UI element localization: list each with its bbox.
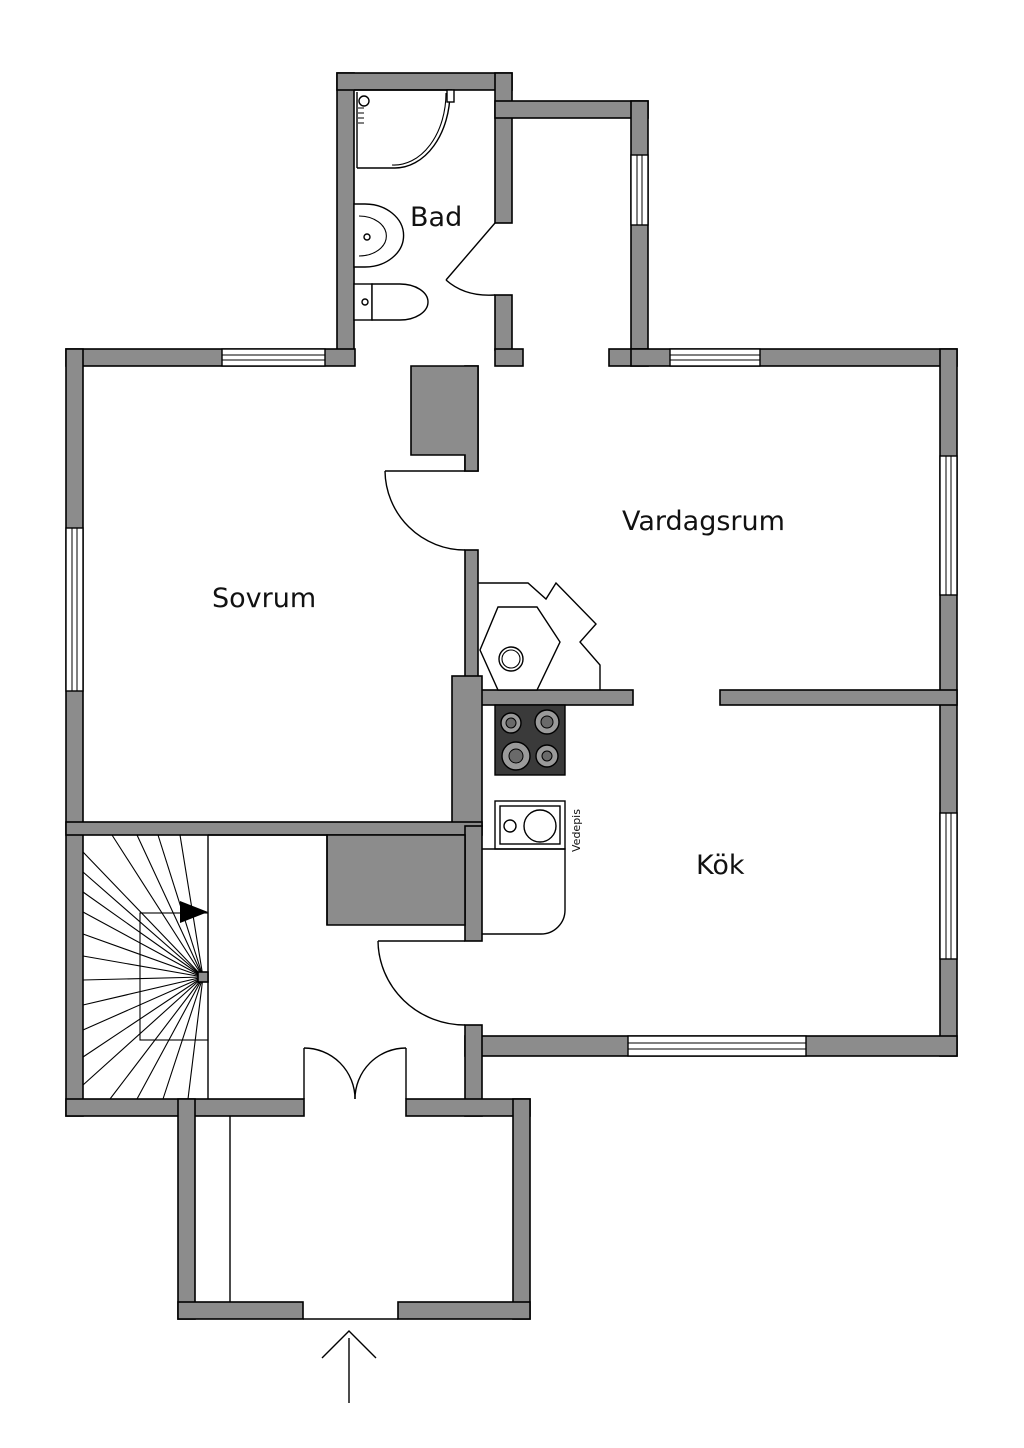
window-east-vardagsrum <box>939 455 958 596</box>
bad-wall-west <box>336 72 355 351</box>
west-wall <box>65 348 84 1117</box>
stair-treads <box>82 834 204 1100</box>
kok-west-wall-lower <box>464 825 483 942</box>
bathroom-fixtures <box>353 89 455 321</box>
wing-wall-north <box>494 100 649 119</box>
porch-south-wall-east <box>397 1301 531 1320</box>
arrow-up-icon <box>321 1330 377 1403</box>
stove-icon <box>494 704 566 776</box>
windows <box>65 154 958 1057</box>
sovrum-east-wall-mid <box>464 549 479 691</box>
sovrum-east-wall-lower <box>451 675 483 827</box>
stair-newel-post <box>197 971 209 983</box>
wall-stub-bad <box>494 348 524 367</box>
room-label-sovrum: Sovrum <box>212 583 316 614</box>
divider-vardagsrum-kok-west <box>464 689 634 706</box>
chimney-north <box>410 365 479 472</box>
room-label-bad: Bad <box>410 202 462 233</box>
bad-wall-east-lower <box>494 294 513 351</box>
sovrum-south-wall <box>65 821 483 836</box>
bad-wall-east-upper <box>494 72 513 224</box>
hall-wall-line <box>208 834 328 925</box>
wood-stove-icon <box>494 800 566 850</box>
window-wing-east <box>630 154 649 226</box>
window-north-sovrum <box>221 348 326 367</box>
kitchen-fixtures: Vedepis <box>482 704 583 935</box>
south-wall-hall-east <box>405 1098 531 1117</box>
door-bad <box>445 222 496 296</box>
room-label-kok: Kök <box>696 850 745 881</box>
kitchen-counter <box>482 848 566 935</box>
toilet-icon <box>353 283 429 321</box>
fireplace-icon <box>478 581 601 691</box>
shower-icon <box>354 89 455 169</box>
divider-vardagsrum-kok-east <box>719 689 958 706</box>
window-west-sovrum <box>65 527 84 692</box>
arrow-right-icon <box>180 901 208 923</box>
staircase <box>82 834 328 1100</box>
walls <box>65 72 958 1320</box>
doors <box>303 222 496 1320</box>
vedepis-label: Vedepis <box>570 809 583 852</box>
porch-west-wall <box>177 1098 196 1320</box>
room-label-vardagsrum: Vardagsrum <box>622 506 785 537</box>
window-north-vardagsrum <box>669 348 761 367</box>
chimney-masses <box>326 365 479 926</box>
bad-wall-north <box>336 72 513 91</box>
window-south-kok <box>627 1035 807 1057</box>
sink-icon <box>353 203 405 268</box>
door-sovrum <box>384 470 466 551</box>
window-east-kok <box>939 812 958 960</box>
door-kok <box>377 940 466 1026</box>
porch-east-wall <box>512 1098 531 1320</box>
porch-south-wall-west <box>177 1301 304 1320</box>
door-entrance-double <box>303 1047 407 1100</box>
chimney-south <box>326 834 466 926</box>
